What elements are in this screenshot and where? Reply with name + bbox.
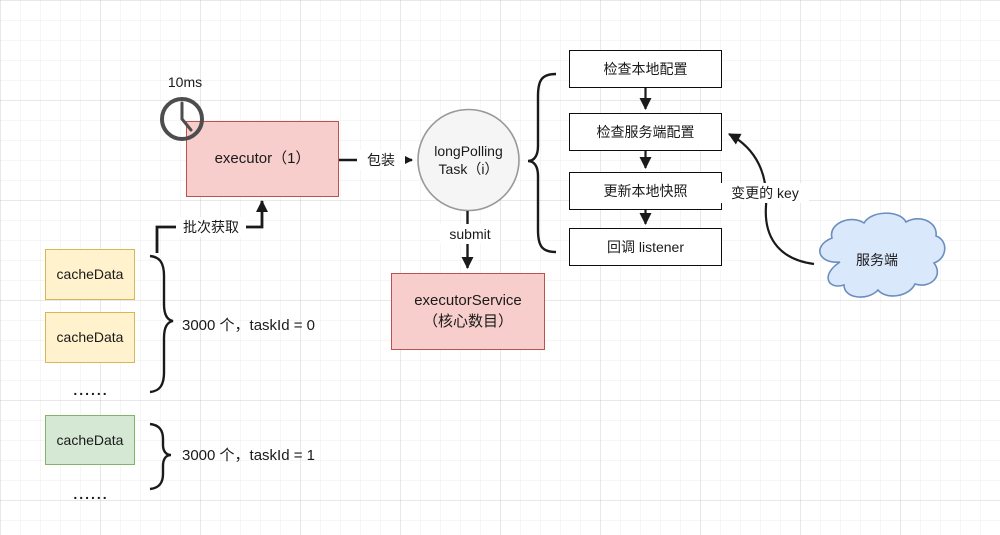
longpolling-task-label: longPolling Task（i）	[434, 142, 503, 177]
cache-data-box-2: cacheData	[45, 312, 135, 363]
cache-group-1-annotation: 3000 个，taskId = 1	[182, 447, 315, 464]
timer-label: 10ms	[167, 73, 203, 90]
executor-node: executor（1）	[186, 121, 339, 197]
cache-group-0-annotation: 3000 个，taskId = 0	[182, 317, 315, 334]
cache-group-1-brace	[149, 422, 172, 491]
cache-group-0-ellipsis: ......	[73, 381, 109, 398]
cache-data-box-1: cacheData	[45, 249, 135, 300]
server-cloud-label: 服务端	[856, 251, 898, 268]
steps-brace	[527, 72, 557, 254]
step-callback-listener: 回调 listener	[569, 228, 722, 266]
edge-submit-label: submit	[440, 224, 500, 244]
edge-changed-key-label: 变更的 key	[721, 183, 809, 203]
edge-batch-fetch-label: 批次获取	[176, 217, 246, 237]
cache-group-1-ellipsis: ......	[73, 485, 109, 502]
step-check-server-config: 检查服务端配置	[569, 113, 722, 151]
cache-group-0-brace	[149, 254, 174, 394]
step-update-local-snapshot: 更新本地快照	[569, 172, 722, 210]
executor-label: executor（1）	[214, 149, 311, 167]
cache-data-box-3: cacheData	[45, 415, 135, 465]
executor-service-node: executorService （核心数目）	[391, 273, 545, 350]
edge-wrap-label: 包装	[357, 150, 405, 170]
step-check-local-config: 检查本地配置	[569, 50, 722, 88]
